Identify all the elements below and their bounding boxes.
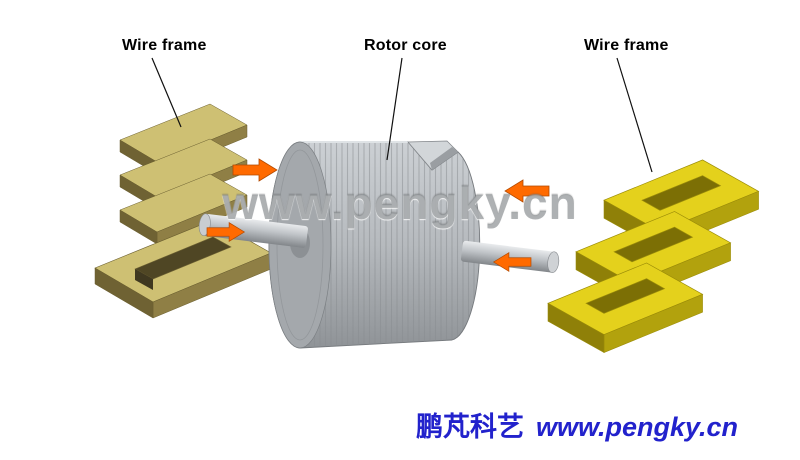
label-wire-frame-left: Wire frame [122,37,207,54]
footer-brand: 鹏芃科艺 [415,412,524,442]
leader-line-left [151,57,182,128]
leader-line-center [386,57,403,161]
rotor-core [268,140,481,349]
footer-branding: 鹏芃科艺 www.pengky.cn [416,405,738,444]
footer-site: www.pengky.cn [535,412,738,442]
label-rotor-core: Rotor core [364,37,447,54]
leader-line-right [616,57,653,173]
label-wire-frame-right: Wire frame [584,37,669,54]
